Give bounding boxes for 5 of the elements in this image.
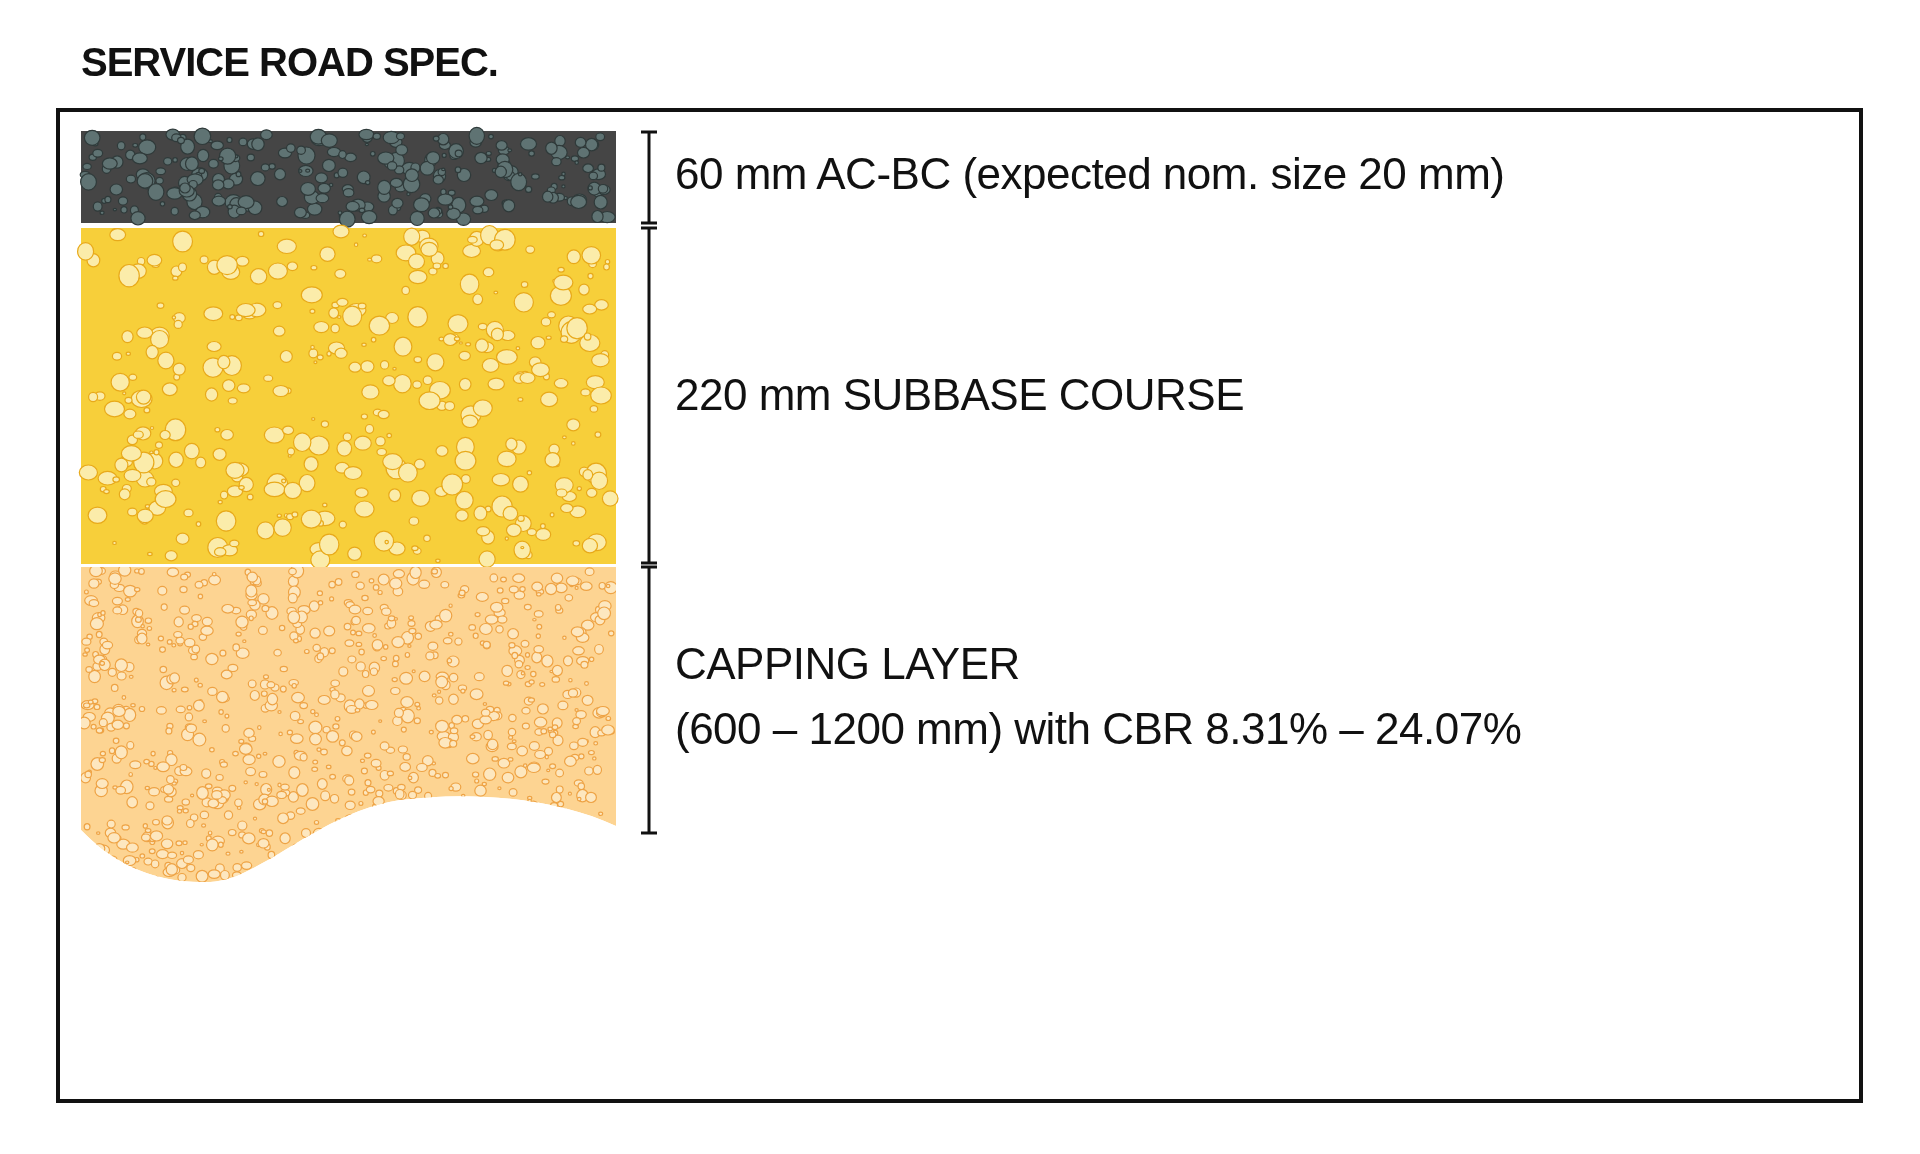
layer-description: (600 – 1200 mm) with CBR 8.31% – 24.07% [675,703,1522,755]
layer-label: 220 mm SUBBASE COURSE [675,369,1244,421]
title: SERVICE ROAD SPEC. [81,40,498,85]
layer-label: 60 mm AC-BC (expected nom. size 20 mm) [675,148,1505,200]
layer-description: CAPPING LAYER [675,638,1020,690]
